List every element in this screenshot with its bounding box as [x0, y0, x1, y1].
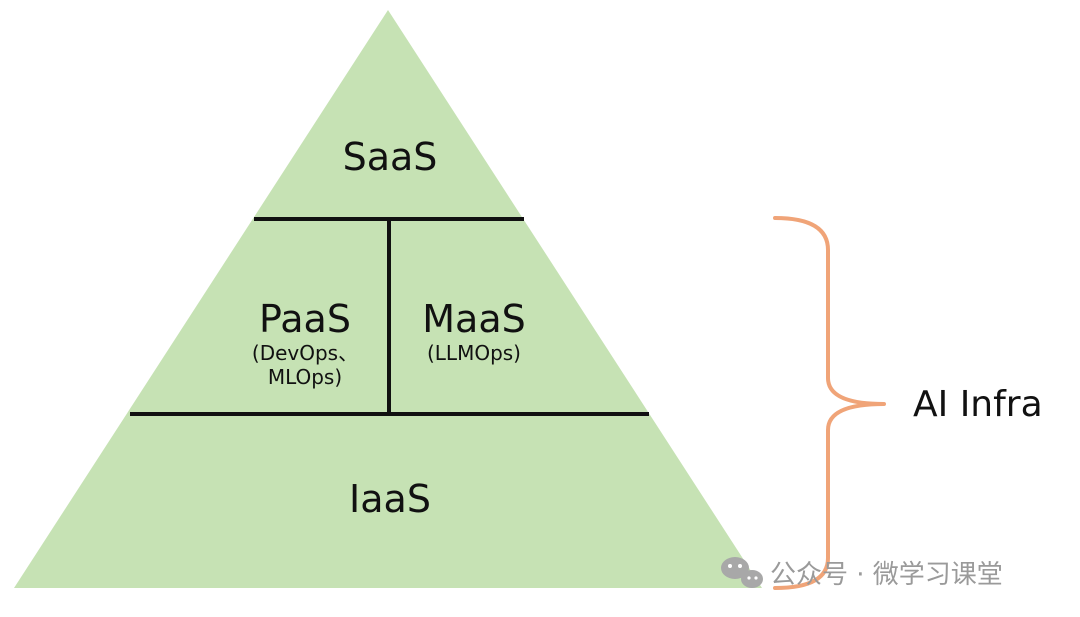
layer-saas-label: SaaS [343, 135, 438, 179]
wechat-icon [721, 557, 763, 588]
layer-paas-sub-1: (DevOps、 [252, 341, 358, 365]
ai-infra-label: AI Infra [913, 384, 1043, 425]
layer-paas-sub-2: MLOps) [268, 365, 342, 389]
watermark-text: 公众号 · 微学习课堂 [770, 560, 1003, 590]
ai-infra-brace [773, 216, 886, 590]
layer-iaas-label: IaaS [349, 477, 431, 521]
layer-paas-label: PaaS [259, 297, 351, 341]
layer-maas-sub-1: (LLMOps) [427, 341, 521, 365]
layer-maas-label: MaaS [422, 297, 525, 341]
